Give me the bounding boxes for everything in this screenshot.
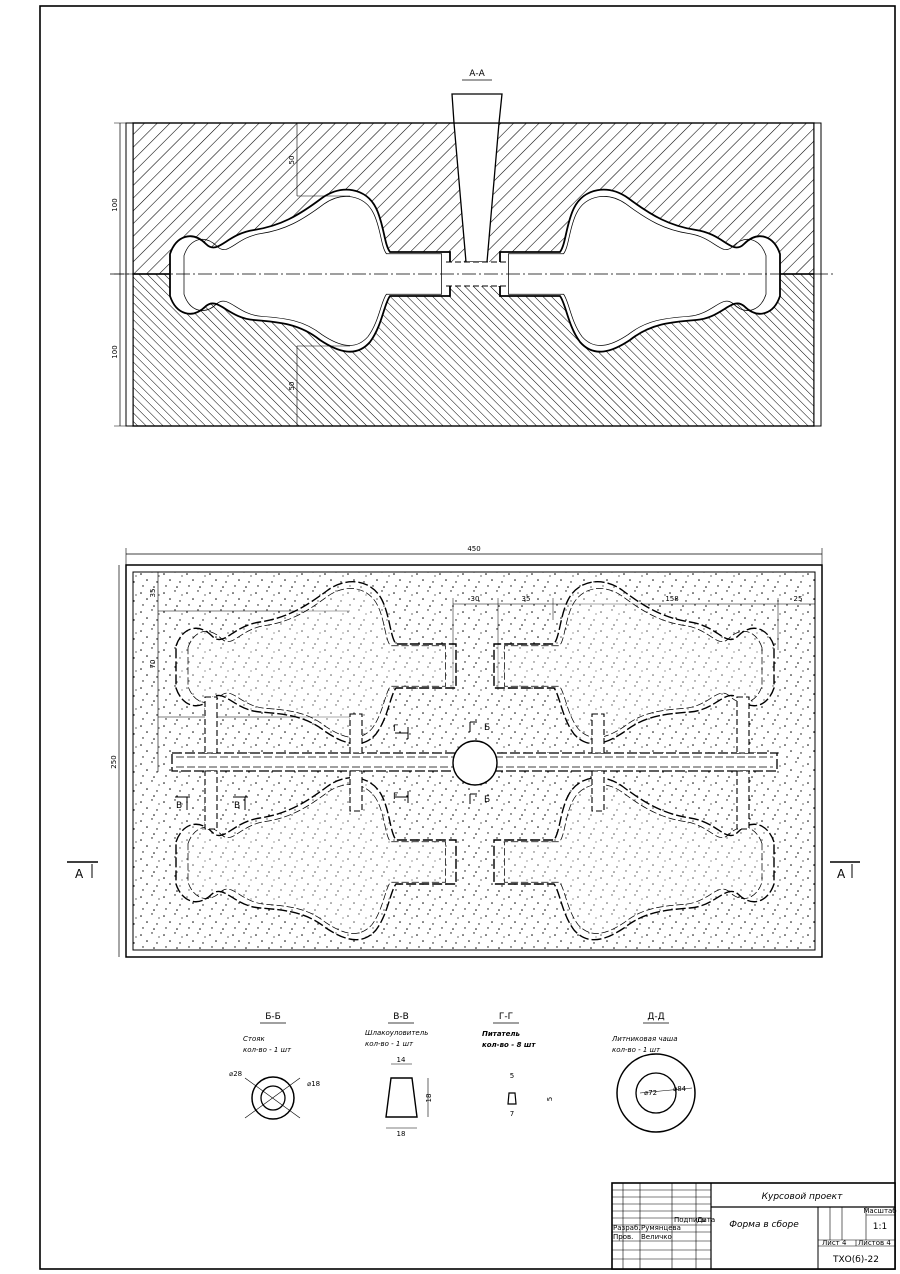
sheet-frame xyxy=(39,5,896,1270)
dim-inner-upper: 50 xyxy=(288,156,296,165)
detail-trap-section: В-В xyxy=(393,1012,409,1022)
detail-pouring-cup: Д-Д Литниковая чаша кол-во - 1 шт ⌀72 ⌀8… xyxy=(611,1012,696,1133)
feeder-2 xyxy=(349,713,363,754)
dim-inner-lower: 50 xyxy=(288,382,296,391)
detail-trap-name: Шлакоуловитель xyxy=(365,1029,428,1037)
feeder-6 xyxy=(349,770,363,812)
dim-trap-top: 14 xyxy=(397,1056,406,1064)
dim-plan-height: 250 xyxy=(110,755,118,768)
title-block: Подпись Дата Разраб. Румянцева Пров. Вел… xyxy=(611,1182,897,1270)
detail-cup-name: Литниковая чаша xyxy=(611,1035,678,1043)
dim-trap-bottom: 18 xyxy=(397,1130,406,1138)
section-aa-title: А-А xyxy=(469,69,485,79)
cut-a-right: А xyxy=(837,867,846,881)
feeder-7 xyxy=(591,770,605,812)
dim-feeder-top: 5 xyxy=(510,1072,514,1080)
cut-b-bottom: Б xyxy=(484,795,490,805)
detail-feeder-section: Г-Г xyxy=(499,1012,513,1022)
dim-feeder-bottom: 7 xyxy=(510,1110,514,1118)
feeder-8 xyxy=(736,770,750,830)
cut-b-top: Б xyxy=(484,723,490,733)
detail-feeder-qty: кол-во - 8 шт xyxy=(482,1041,536,1049)
cut-v-left: В xyxy=(176,801,182,811)
tb-check-name: Величко xyxy=(641,1233,672,1241)
plan-view: 450 250 35 70 30 35 158 25 xyxy=(67,545,860,958)
dim-plan-70: 70 xyxy=(149,660,157,669)
dim-plan-158: 158 xyxy=(665,595,678,603)
detail-cup-qty: кол-во - 1 шт xyxy=(612,1046,661,1054)
feeder-3 xyxy=(591,713,605,754)
detail-cup-section: Д-Д xyxy=(647,1012,664,1022)
detail-slag-trap: В-В Шлакоуловитель кол-во - 1 шт 14 18 1… xyxy=(365,1012,433,1138)
detail-riser-section: Б-Б xyxy=(265,1012,281,1022)
tb-drawing: Форма в сборе xyxy=(729,1220,799,1230)
dim-top-lower: 100 xyxy=(111,345,119,358)
dim-trap-height: 18 xyxy=(425,1094,433,1103)
tb-sheet: Лист 4 xyxy=(822,1239,847,1247)
tb-col-sign: Подпись xyxy=(674,1216,706,1224)
tb-role-dev: Разраб. xyxy=(613,1224,641,1232)
dim-plan-width: 450 xyxy=(467,545,480,553)
cut-v-right: В xyxy=(234,801,240,811)
dim-plan-35: 35 xyxy=(149,589,157,598)
dim-cup-outer: ⌀84 xyxy=(673,1085,687,1093)
dim-riser-outer: ⌀28 xyxy=(229,1070,242,1078)
sprue-plan xyxy=(452,740,498,786)
tb-col-date: Дата xyxy=(697,1216,715,1224)
dim-plan-30: 30 xyxy=(471,595,480,603)
feeder-5 xyxy=(204,770,218,830)
pouring-cup-top xyxy=(451,93,503,124)
tb-project: Курсовой проект xyxy=(762,1192,843,1202)
tb-scale-label: Масштаб xyxy=(863,1207,896,1215)
cut-a-left: А xyxy=(75,867,84,881)
dim-cup-inner: ⌀72 xyxy=(644,1089,657,1097)
detail-feeder-name: Питатель xyxy=(482,1030,520,1038)
tb-code: ТХО(б)-22 xyxy=(832,1255,879,1265)
detail-riser: Б-Б Стояк кол-во - 1 шт ⌀28 ⌀18 xyxy=(229,1012,320,1120)
section-aa: А-А 100 100 50 xyxy=(110,69,835,427)
dim-plan-35b: 35 xyxy=(522,595,531,603)
dim-top-upper: 100 xyxy=(111,198,119,211)
detail-riser-name: Стояк xyxy=(243,1035,265,1043)
detail-riser-qty: кол-во - 1 шт xyxy=(243,1046,292,1054)
cut-g-bottom: Г xyxy=(393,792,399,802)
dim-feeder-height: 5 xyxy=(546,1097,554,1101)
tb-role-check: Пров. xyxy=(613,1233,633,1241)
detail-feeder: Г-Г Питатель кол-во - 8 шт 5 7 5 xyxy=(482,1012,554,1118)
detail-trap-qty: кол-во - 1 шт xyxy=(365,1040,414,1048)
tb-sheets: Листов 4 xyxy=(858,1239,891,1247)
feeders xyxy=(204,696,750,830)
feeder-4 xyxy=(736,696,750,754)
tb-dev-name: Румянцева xyxy=(641,1224,681,1232)
dim-riser-inner: ⌀18 xyxy=(307,1080,320,1088)
feeder-1 xyxy=(204,696,218,754)
cut-g-top: Г xyxy=(393,724,399,734)
dim-plan-25: 25 xyxy=(794,595,803,603)
tb-scale: 1:1 xyxy=(873,1222,887,1232)
